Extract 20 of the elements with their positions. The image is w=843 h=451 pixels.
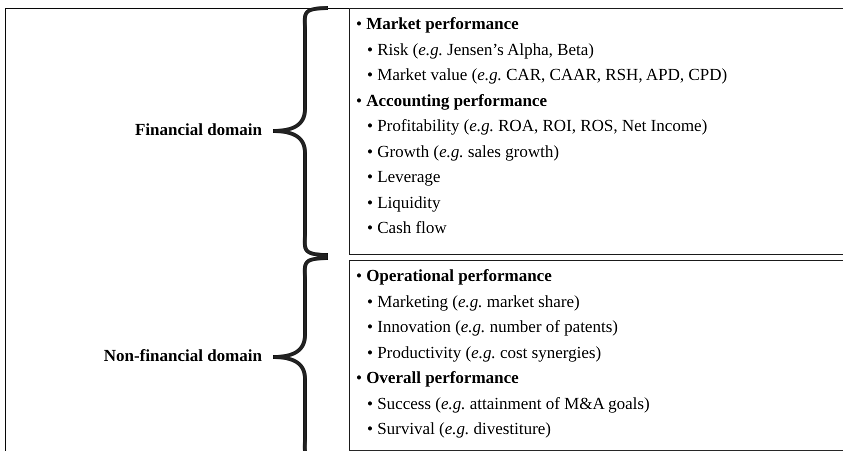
bullet-heading: • Accounting performance bbox=[356, 90, 548, 112]
bullet-heading: • Market performance bbox=[356, 13, 519, 35]
bullet-item: • Risk (e.g. Jensen’s Alpha, Beta) bbox=[367, 38, 594, 61]
bullet-item: • Success (e.g. attainment of M&A goals) bbox=[367, 392, 650, 415]
list-box bbox=[349, 260, 843, 451]
bullet-item: • Innovation (e.g. number of patents) bbox=[367, 316, 618, 338]
domain-label: Non-financial domain bbox=[104, 346, 262, 366]
bullet-item: • Leverage bbox=[367, 166, 440, 188]
bullet-item: • Cash flow bbox=[367, 217, 447, 239]
bullet-heading: • Operational performance bbox=[356, 265, 552, 287]
bullet-item: • Market value (e.g. CAR, CAAR, RSH, APD, CPD) bbox=[367, 64, 728, 86]
bullet-item: • Marketing (e.g. market share) bbox=[367, 290, 580, 313]
bullet-item: • Survival (e.g. divestiture) bbox=[367, 418, 551, 440]
bullet-heading: • Overall performance bbox=[356, 367, 519, 389]
list-box bbox=[349, 8, 843, 255]
bullet-item: • Productivity (e.g. cost synergies) bbox=[367, 342, 602, 364]
domain-label: Financial domain bbox=[134, 120, 262, 140]
bullet-item: • Growth (e.g. sales growth) bbox=[367, 140, 559, 163]
bullet-item: • Profitability (e.g. ROA, ROI, ROS, Net Income) bbox=[367, 115, 708, 137]
bullet-item: • Liquidity bbox=[367, 192, 440, 214]
